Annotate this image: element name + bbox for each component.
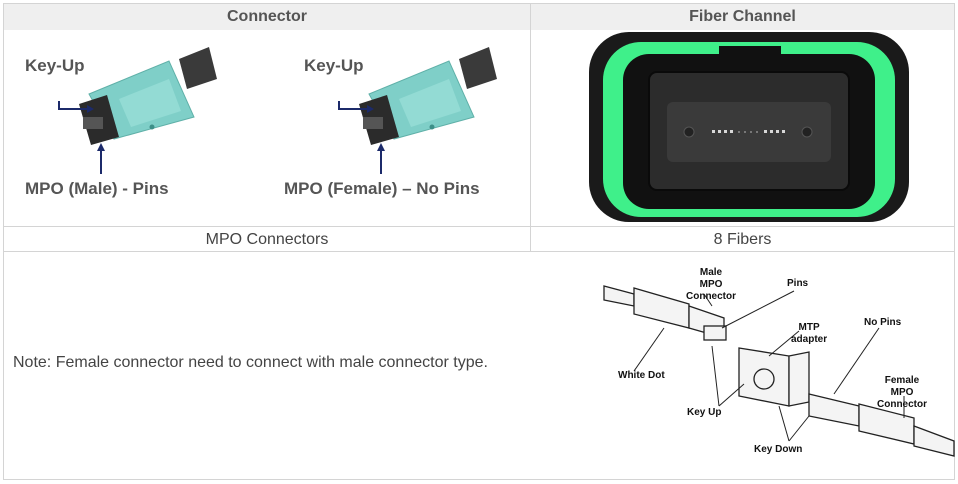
pins-label: Pins — [787, 278, 808, 290]
mtp-adapter-label: MTP adapter — [791, 322, 827, 346]
female-mpo-connector-image — [329, 39, 529, 189]
fiber-channel-photo — [589, 32, 909, 222]
label-line: Connector — [877, 399, 927, 411]
label-line: MPO — [686, 279, 736, 291]
female-connector-label: Female MPO Connector — [877, 375, 927, 411]
key-down-label: Key Down — [754, 444, 802, 456]
male-connector-label: Male MPO Connector — [686, 267, 736, 303]
note-text: Note: Female connector need to connect w… — [13, 354, 488, 372]
label-line: adapter — [791, 334, 827, 346]
no-pins-label: No Pins — [864, 317, 901, 329]
key-up-diagram-label: Key Up — [687, 407, 721, 419]
male-mpo-connector-image — [49, 39, 249, 189]
label-line: Female — [877, 375, 927, 387]
white-dot-label: White Dot — [618, 370, 665, 382]
column-divider — [530, 4, 531, 252]
header-connector: Connector — [4, 4, 530, 30]
caption-mpo-connectors: MPO Connectors — [4, 227, 530, 252]
mpo-mating-diagram — [604, 266, 954, 471]
comparison-table: Connector Fiber Channel Key-Up MPO (Male… — [3, 3, 955, 480]
header-fiber-channel: Fiber Channel — [531, 4, 954, 30]
label-line: Connector — [686, 291, 736, 303]
label-line: MTP — [791, 322, 827, 334]
caption-8-fibers: 8 Fibers — [531, 227, 954, 252]
label-line: MPO — [877, 387, 927, 399]
label-line: Male — [686, 267, 736, 279]
